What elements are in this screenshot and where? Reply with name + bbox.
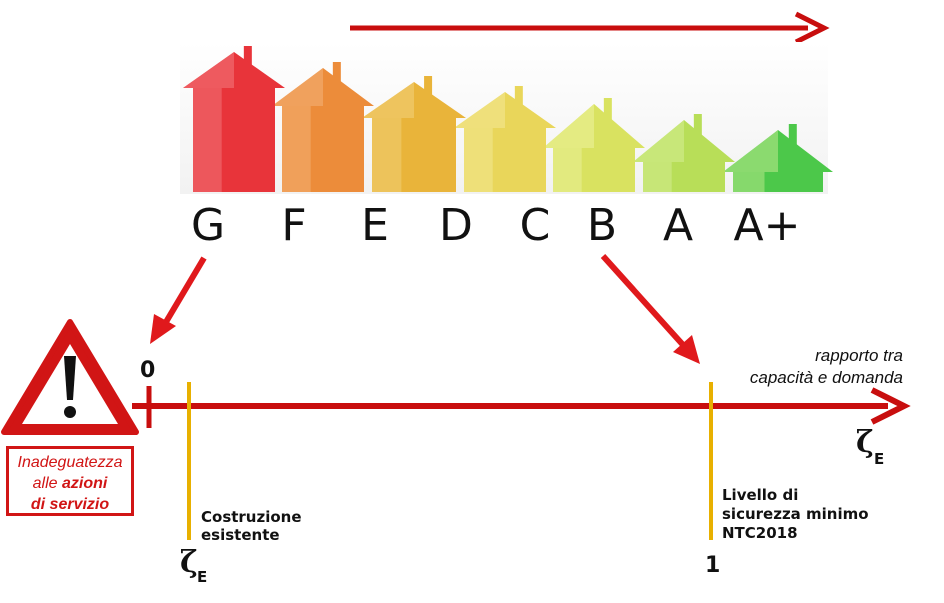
arrow-b-to-one (600, 253, 700, 364)
class-label-d: D (439, 200, 473, 251)
capacity-demand-axis (132, 386, 911, 428)
class-label-b: B (587, 200, 617, 251)
house-F (272, 62, 374, 192)
safety-arrow (350, 11, 830, 45)
house-C (543, 98, 645, 192)
one-label: 1 (705, 553, 720, 578)
existing-label-line2: esistente (201, 526, 280, 544)
class-label-c: C (520, 200, 551, 251)
minimum-label-line3: NTC2018 (722, 524, 798, 542)
axis-symbol: ζ (856, 425, 874, 460)
axis-label-line1: rapporto tra (815, 346, 903, 365)
axis-label-line2: capacità e domanda (750, 368, 903, 387)
warning-triangle-icon (1, 319, 139, 435)
house-A (723, 124, 833, 192)
house-B (633, 114, 735, 192)
arrow-g-to-zero (150, 256, 207, 344)
minimum-label-line2: sicurezza minimo (722, 505, 869, 523)
warning-line1: Inadeguatezza (17, 454, 123, 471)
warning-line3-text: di servizio (30, 496, 110, 513)
existing-symbol: ζ (180, 545, 198, 580)
class-label-a: A (663, 200, 693, 251)
house-E (362, 76, 466, 192)
warning-line2-bold: azioni (62, 475, 108, 492)
warning-line2: alle azioni (9, 473, 131, 494)
class-label-f: F (281, 200, 306, 251)
class-label-e: E (361, 200, 389, 251)
energy-class-houses (183, 46, 833, 192)
class-label-aplus: A+ (734, 200, 801, 251)
existing-symbol-sub: E (197, 568, 207, 586)
house-G (183, 46, 285, 192)
warning-line3: di servizio (9, 494, 131, 515)
class-label-g: G (191, 200, 225, 251)
minimum-label-line1: Livello di (722, 486, 798, 504)
origin-label: 0 (140, 358, 155, 383)
warning-line2-prefix: alle (32, 475, 62, 492)
warning-box: Inadeguatezza alle azioni di servizio (6, 446, 134, 516)
axis-symbol-sub: E (874, 450, 884, 468)
existing-label-line1: Costruzione (201, 508, 302, 526)
house-D (454, 86, 556, 192)
